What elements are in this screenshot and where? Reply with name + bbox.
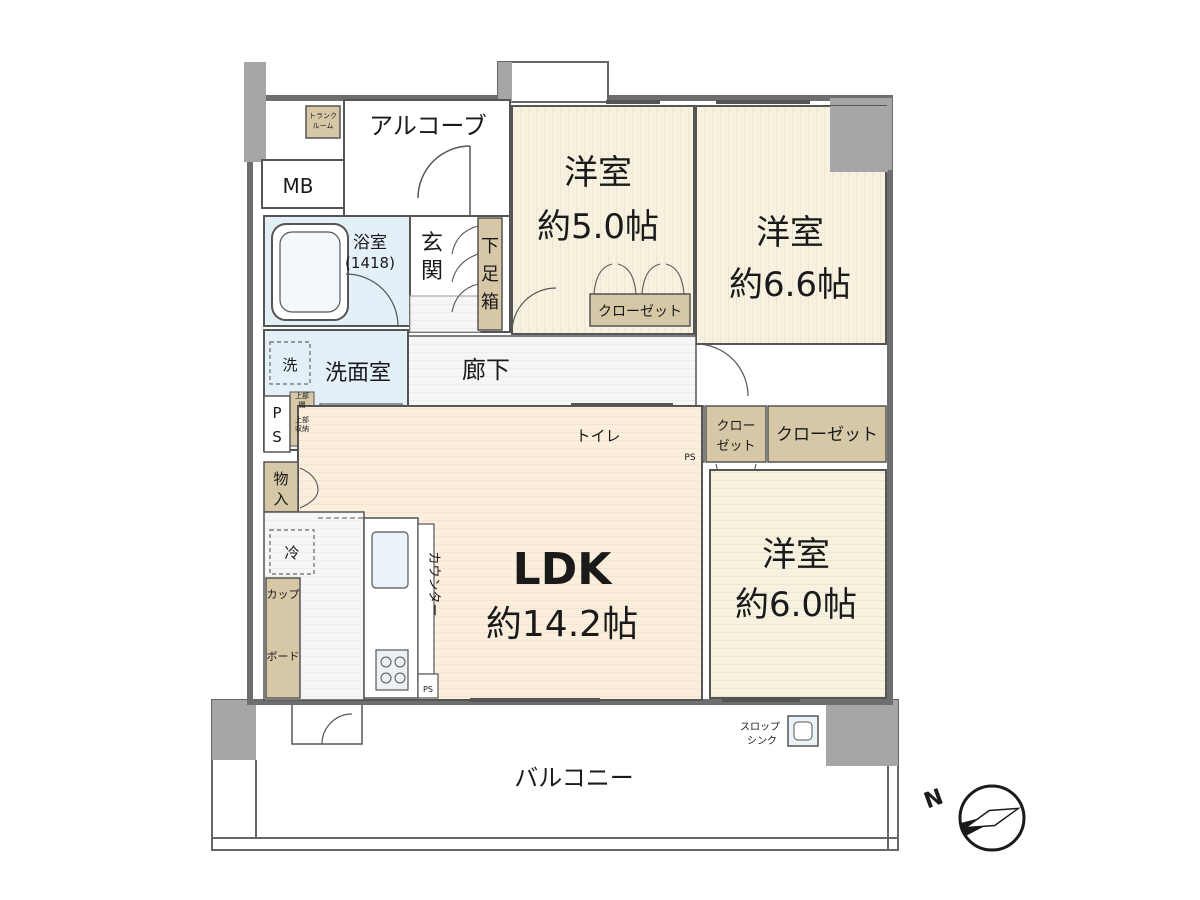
ps-3-label: PS	[423, 685, 433, 694]
alcove-label: アルコーブ	[369, 112, 487, 140]
ps-3	[417, 673, 439, 699]
ps-2-label: PS	[684, 453, 695, 463]
slop-sink-label: シンク	[747, 735, 777, 747]
bath-label: 浴室	[353, 233, 387, 253]
mb-box	[261, 159, 345, 209]
upper-cabinet-label: 上部	[295, 391, 309, 400]
stove	[375, 649, 409, 691]
cupboard	[265, 577, 301, 699]
western-room-3-label: 洋室	[762, 535, 830, 575]
trunk-room	[305, 105, 341, 139]
entrance-label: 玄	[421, 231, 443, 256]
upper-storage-label: 収納	[295, 424, 309, 433]
washroom-label: 洗面室	[325, 361, 391, 386]
closet-2-label: ゼット	[716, 439, 755, 454]
trunk-room-label: トランク	[309, 112, 337, 120]
cupboard-label: カップ	[267, 588, 300, 601]
shoebox-label: 足	[481, 264, 499, 285]
upper-cabinet-label: 棚	[299, 400, 306, 409]
pillar	[212, 700, 256, 760]
ps-1-label: S	[272, 428, 282, 446]
ldk-size: 約14.2帖	[486, 604, 638, 645]
western-room-3	[709, 469, 887, 699]
closet-2-label: クロー	[716, 419, 755, 434]
western-room-2-label: 洋室	[756, 213, 824, 253]
counter-label: カウンター	[426, 551, 441, 616]
closet-3	[767, 405, 887, 463]
fridge-space	[269, 529, 315, 575]
closet-2	[705, 405, 767, 463]
mb-label: MB	[283, 174, 314, 198]
pillar	[244, 62, 266, 162]
fridge-label: 冷	[284, 544, 299, 562]
hallway-label: 廊下	[462, 356, 510, 384]
washing-label: 洗	[282, 356, 297, 374]
bath-size: (1418)	[345, 254, 395, 272]
compass-north-label: N	[921, 785, 947, 815]
ldk-label: LDK	[513, 544, 614, 595]
shoebox-label: 下	[481, 236, 499, 257]
ps-1	[263, 395, 291, 453]
cupboard-label: ボード	[267, 650, 300, 663]
western-room-2-size: 約6.6帖	[729, 265, 851, 305]
pillar	[826, 700, 898, 766]
storage-label: 入	[273, 490, 288, 508]
closet-3-label: クローゼット	[776, 425, 878, 445]
closet-1-label: クローゼット	[598, 304, 682, 320]
sink	[371, 531, 409, 589]
closet-1	[589, 293, 691, 327]
alcove-area	[261, 99, 511, 217]
toilet-label: トイレ	[575, 427, 620, 445]
entrance-label: 関	[421, 259, 443, 284]
western-room-1-size: 約5.0帖	[537, 207, 659, 247]
trunk-room-label: ルーム	[313, 122, 334, 130]
western-room-1-label: 洋室	[564, 153, 632, 193]
balcony-label: バルコニー	[514, 764, 634, 792]
slop-sink-label: スロップ	[740, 721, 780, 733]
balcony	[211, 699, 899, 851]
washer-space	[269, 341, 311, 385]
storage-label: 物	[273, 470, 288, 488]
ps-1-label: P	[272, 404, 281, 422]
upper-storage-label: 上部	[295, 415, 309, 424]
western-room-3-size: 約6.0帖	[735, 585, 857, 625]
shoebox-label: 箱	[481, 292, 499, 313]
door-swing	[417, 145, 471, 199]
storage	[263, 461, 299, 513]
labels: アルコーブ トランク ルーム MB 浴室 (1418) 玄 関 下 足 箱 洋室…	[267, 112, 879, 792]
hallway	[403, 335, 697, 407]
shoe-box	[477, 217, 503, 331]
compass: N	[921, 784, 1026, 852]
